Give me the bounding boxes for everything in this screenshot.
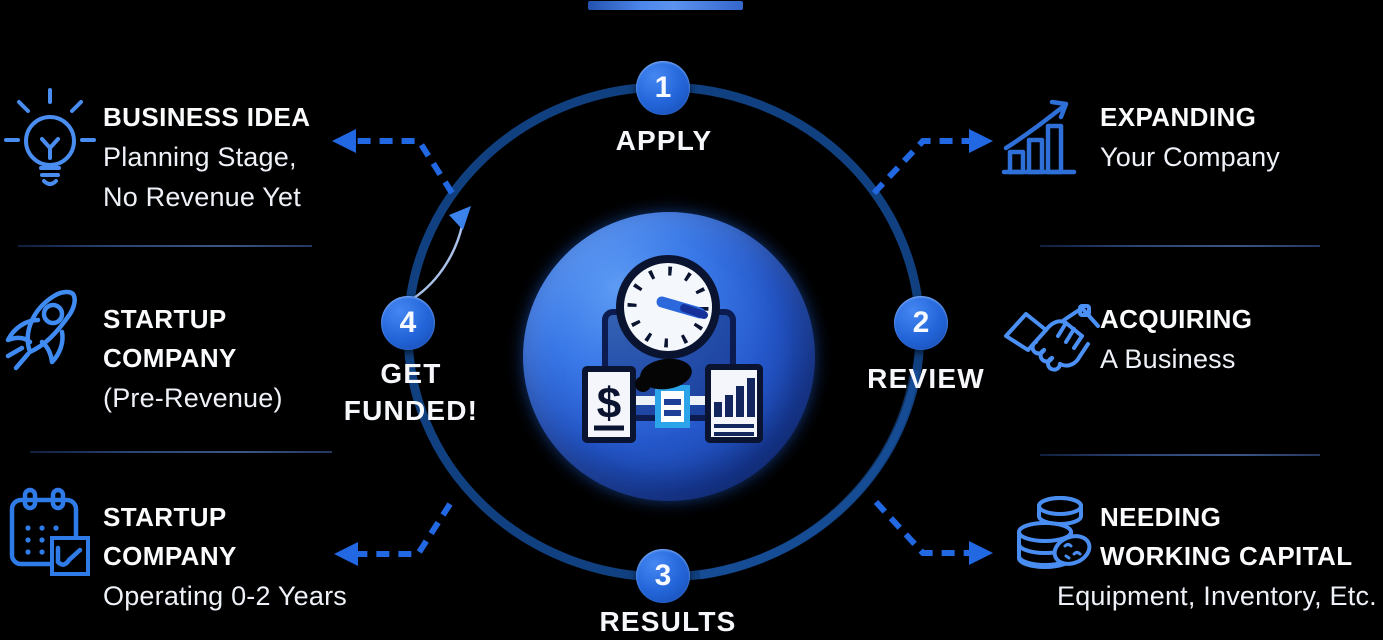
item-heading: STARTUP bbox=[103, 304, 227, 334]
left-divider-1 bbox=[18, 245, 312, 247]
step-2-number: 2 bbox=[912, 306, 930, 339]
item-heading: COMPANY bbox=[103, 343, 237, 373]
report-document-glyph bbox=[705, 364, 763, 443]
top-accent-bar bbox=[588, 1, 743, 10]
svg-text:$: $ bbox=[597, 379, 621, 428]
item-subtext: A Business bbox=[1100, 344, 1236, 374]
item-heading: COMPANY bbox=[103, 541, 237, 571]
left-item-startup-operating: STARTUP COMPANY Operating 0-2 Years bbox=[103, 498, 347, 616]
step-4-number: 4 bbox=[399, 306, 417, 339]
step-4-label: GET FUNDED! bbox=[343, 358, 479, 426]
item-heading: ACQUIRING bbox=[1100, 304, 1253, 334]
left-item-startup-pre-revenue: STARTUP COMPANY (Pre-Revenue) bbox=[103, 300, 283, 418]
dashed-arrow-top-right bbox=[871, 129, 993, 196]
connector-box-glyph bbox=[655, 385, 690, 428]
dashed-arrow-bottom-left bbox=[334, 502, 453, 566]
item-heading: BUSINESS IDEA bbox=[103, 102, 311, 132]
step-1-badge: 1 bbox=[636, 61, 690, 115]
step-2-badge: 2 bbox=[894, 296, 948, 350]
dollar-document-glyph: $ bbox=[582, 366, 636, 443]
step-3-label: RESULTS bbox=[599, 606, 737, 637]
step-4-badge: 4 bbox=[381, 296, 435, 350]
item-subtext: Planning Stage, bbox=[103, 142, 297, 172]
right-item-acquiring: ACQUIRING A Business bbox=[1100, 300, 1252, 379]
left-item-business-idea: BUSINESS IDEA Planning Stage, No Revenue… bbox=[103, 98, 310, 217]
item-heading: NEEDING bbox=[1100, 502, 1222, 532]
finance-gauge-dashboard-illustration: $ bbox=[582, 255, 763, 443]
item-subtext: Your Company bbox=[1100, 142, 1281, 172]
cycle-direction-arrow bbox=[413, 206, 471, 300]
item-subtext: (Pre-Revenue) bbox=[103, 383, 283, 413]
item-heading: STARTUP bbox=[103, 502, 227, 532]
dashed-arrow-bottom-right bbox=[873, 499, 993, 565]
center-graphic-circle: $ bbox=[523, 212, 815, 501]
handshake-icon bbox=[1002, 296, 1102, 378]
rocket-icon bbox=[0, 280, 95, 375]
right-item-expanding: EXPANDING Your Company bbox=[1100, 98, 1280, 177]
right-divider-1 bbox=[1040, 245, 1320, 247]
ink-blob bbox=[635, 358, 692, 392]
left-divider-2 bbox=[30, 451, 332, 453]
right-item-working-capital: NEEDING WORKING CAPITAL Equipment, Inven… bbox=[1057, 498, 1377, 616]
step-1-label: APPLY bbox=[615, 125, 713, 156]
item-subtext: Operating 0-2 Years bbox=[103, 581, 347, 611]
gauge-clock-glyph bbox=[616, 255, 720, 359]
item-subtext: Equipment, Inventory, Etc. bbox=[1057, 581, 1377, 611]
right-divider-2 bbox=[1040, 454, 1320, 456]
dashed-arrow-top-left bbox=[332, 129, 455, 195]
item-heading: WORKING CAPITAL bbox=[1100, 541, 1353, 571]
item-heading: EXPANDING bbox=[1100, 102, 1257, 132]
item-subtext: No Revenue Yet bbox=[103, 182, 301, 212]
step-2-label: REVIEW bbox=[867, 363, 985, 394]
step-3-badge: 3 bbox=[636, 549, 690, 603]
step-3-number: 3 bbox=[654, 559, 672, 592]
coins-icon bbox=[1012, 490, 1098, 580]
lightbulb-icon bbox=[4, 84, 96, 192]
growth-chart-icon bbox=[1000, 90, 1080, 178]
step-1-number: 1 bbox=[654, 71, 672, 104]
calendar-chart-icon bbox=[6, 486, 94, 582]
